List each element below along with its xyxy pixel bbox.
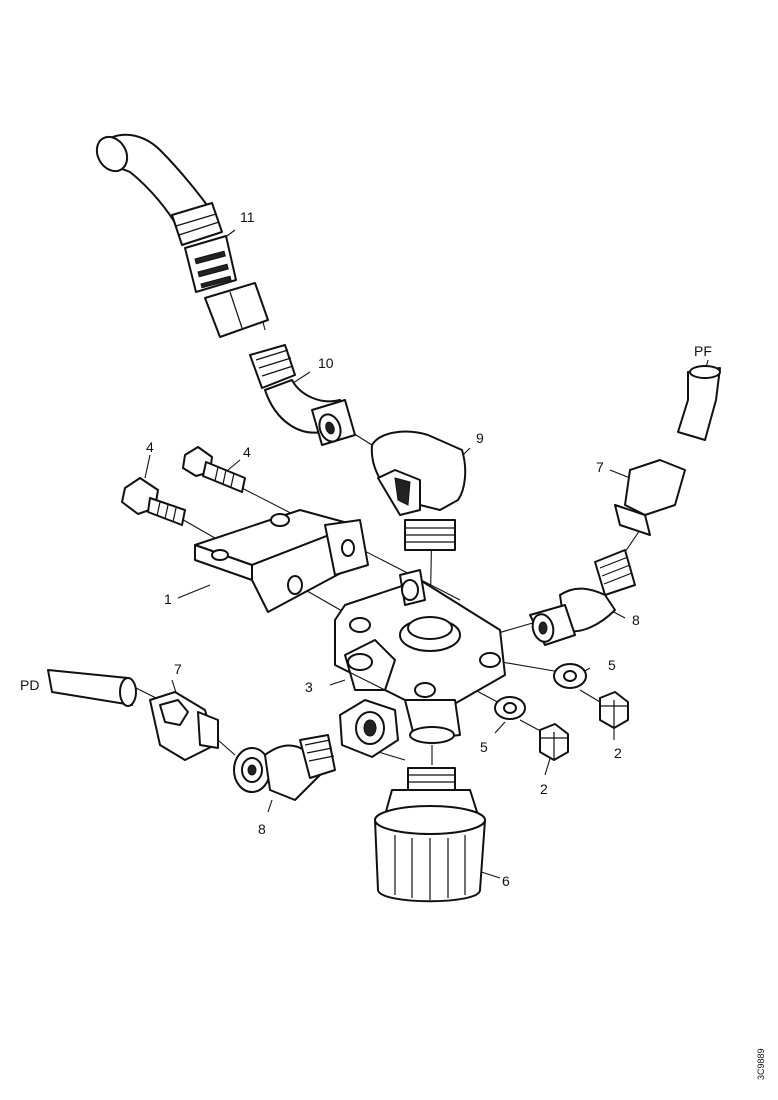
reference-code: 3C9889	[756, 1048, 766, 1080]
callout-4-right: 4	[243, 444, 251, 460]
left-hose-pd	[47, 669, 137, 707]
callout-7-left: 7	[174, 661, 182, 677]
left-coupling	[149, 691, 219, 761]
left-elbow-fitting	[233, 734, 336, 801]
callout-9: 9	[476, 430, 484, 446]
upper-hose	[95, 133, 269, 338]
right-coupling	[614, 459, 686, 536]
callout-5-lower: 5	[480, 739, 488, 755]
callout-7-right: 7	[596, 459, 604, 475]
callout-4-left: 4	[146, 439, 154, 455]
callout-labels: 11 10 9 4 4 1 3 7 8 5 2 5 2 7 8 6 PF PD …	[20, 209, 766, 1080]
upper-elbow-fitting	[249, 344, 356, 446]
nut-upper	[599, 691, 629, 729]
filter-bowl	[374, 767, 486, 903]
callout-1: 1	[164, 591, 172, 607]
callout-5-upper: 5	[608, 657, 616, 673]
callout-2-right: 2	[614, 745, 622, 761]
callout-8-left: 8	[258, 821, 266, 837]
callout-6: 6	[502, 873, 510, 889]
callout-2-lower: 2	[540, 781, 548, 797]
washer-lower	[494, 696, 526, 720]
bolt-right	[182, 446, 246, 493]
hex-adapter	[339, 699, 399, 758]
callout-11: 11	[240, 209, 255, 225]
port-label-pd: PD	[20, 677, 39, 693]
elbow-connector	[370, 430, 467, 551]
callout-10: 10	[318, 355, 334, 371]
mounting-bracket	[194, 509, 369, 613]
right-elbow-fitting	[529, 549, 636, 646]
bolt-left	[121, 477, 186, 526]
callout-8-right: 8	[632, 612, 640, 628]
right-hose-pf	[677, 365, 721, 441]
nut-lower	[539, 723, 569, 761]
callout-3: 3	[305, 679, 313, 695]
port-label-pf: PF	[694, 343, 712, 359]
valve-body	[334, 569, 506, 744]
washer-upper	[553, 663, 587, 689]
